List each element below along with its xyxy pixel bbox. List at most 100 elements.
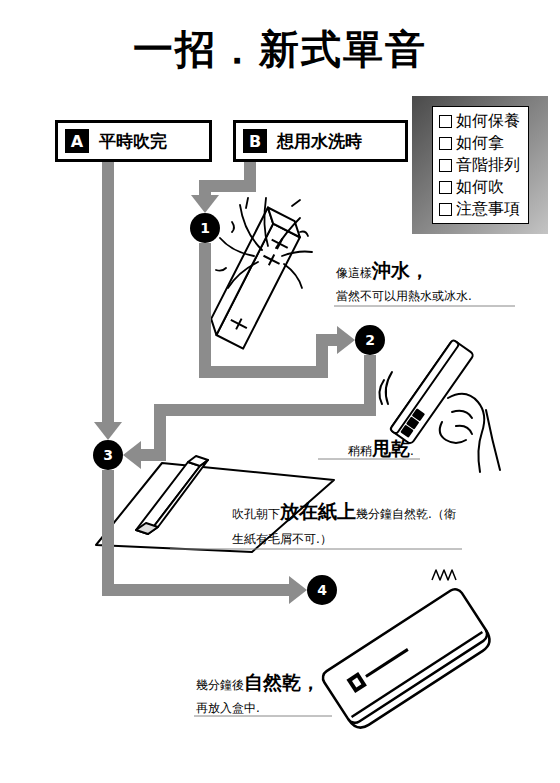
checklist-row: 如何拿: [439, 132, 520, 154]
arrow-shaft: [205, 162, 250, 195]
flow-arrow: [94, 162, 122, 440]
step-number-circle: 1: [190, 213, 220, 243]
harmonica-on-paper: [148, 460, 208, 534]
harmonica-case: [352, 678, 361, 688]
flow-arrow: [205, 243, 355, 372]
checkbox: [439, 159, 452, 172]
arrow-head: [123, 441, 141, 469]
washing-harmonica: [206, 198, 312, 349]
caption: 吹孔朝下放在紙上幾分鐘自然乾.（衛生紙有毛屑不可.）: [232, 497, 464, 550]
washing-harmonica: [228, 262, 258, 288]
washing-harmonica: [216, 268, 226, 271]
washing-harmonica: [269, 255, 274, 266]
step-number-circle: 4: [307, 575, 337, 605]
caption-text: 稍稍: [348, 444, 372, 458]
hand-shaking-harmonica: [379, 380, 384, 404]
washing-harmonica: [264, 198, 268, 246]
caption-text: .: [410, 444, 414, 458]
checklist-item: 如何保養: [456, 110, 520, 132]
caption-text: 像這樣: [336, 266, 372, 280]
checklist-row: 如何保養: [439, 110, 520, 132]
checklist-item: 音階排列: [456, 154, 520, 176]
caption-text: 當然不可以用熱水或冰水.: [336, 287, 541, 305]
caption: 像這樣沖水， 當然不可以用熱水或冰水.: [336, 256, 541, 305]
washing-harmonica: [284, 264, 302, 288]
arrow-head: [191, 195, 219, 213]
caption-text: 幾分鐘後: [196, 678, 244, 692]
washing-harmonica: [220, 238, 254, 256]
arrow-shaft: [102, 162, 114, 422]
checkbox: [439, 115, 452, 128]
washing-harmonica: [240, 205, 262, 250]
hand-shaking-harmonica: [386, 372, 392, 404]
washing-harmonica: [236, 319, 241, 330]
hand-shaking-harmonica: [390, 339, 474, 444]
step-number-circle: 3: [93, 440, 123, 470]
hand-shaking-harmonica: [390, 339, 474, 444]
checkbox: [439, 181, 452, 194]
flow-arrow: [123, 355, 370, 469]
harmonica-case: [348, 630, 494, 733]
washing-harmonica: [216, 198, 312, 288]
callout-number: 2: [365, 333, 375, 347]
checklist-item: 如何拿: [456, 132, 504, 154]
checklist-item: 如何吹: [456, 176, 504, 198]
arrow-head: [94, 422, 122, 440]
caption: 稍稍甩乾.: [348, 434, 468, 463]
checklist-item: 注意事項: [456, 198, 520, 220]
caption-text: 再放入盒中.: [196, 699, 346, 717]
hand-shaking-harmonica: [407, 418, 418, 428]
checkbox: [439, 203, 452, 216]
washing-harmonica: [232, 222, 234, 232]
hand-shaking-harmonica: [402, 426, 413, 436]
heading-box: A 平時吹完: [55, 120, 212, 162]
emphasis-text: 放在紙上: [280, 500, 356, 522]
emphasis-text: 自然乾，: [244, 671, 320, 693]
checklist-card: 如何保養如何拿音階排列如何吹注意事項: [432, 106, 529, 224]
checklist-row: 如何吹: [439, 176, 520, 198]
checklist-row: 音階排列: [439, 154, 520, 176]
arrow-shaft: [108, 470, 289, 590]
heading-box: B 想用水洗時: [233, 120, 408, 162]
caption-text: 吹孔朝下: [232, 507, 280, 521]
hand-shaking-harmonica: [413, 410, 424, 420]
washing-harmonica: [292, 200, 300, 206]
arrow-head: [337, 326, 355, 354]
checkbox: [439, 137, 452, 150]
hand-shaking-harmonica: [452, 411, 472, 418]
heading-text: 平時吹完: [99, 130, 167, 153]
washing-harmonica: [276, 218, 300, 248]
washing-harmonica: [282, 252, 312, 257]
hand-shaking-harmonica: [390, 339, 460, 434]
harmonica-case: [346, 672, 366, 693]
emphasis-text: 沖水，: [372, 259, 429, 281]
harmonica-on-paper: [136, 462, 200, 534]
harmonica-case: [366, 649, 408, 676]
heading-text: 想用水洗時: [277, 130, 362, 153]
hand-shaking-harmonica: [456, 426, 472, 434]
harmonica-case: [320, 586, 495, 732]
letter-badge: B: [243, 129, 267, 153]
step-number-circle: 2: [355, 325, 385, 355]
harmonica-on-paper: [136, 523, 158, 534]
harmonica-case: [352, 632, 483, 717]
letter-badge: A: [65, 129, 89, 153]
arrow-shaft: [141, 355, 370, 455]
caption-rule: [170, 549, 462, 550]
harmonica-case: [432, 570, 456, 580]
arrow-head: [289, 576, 307, 604]
washing-harmonica: [262, 207, 305, 237]
checklist-row: 注意事項: [439, 198, 520, 220]
emphasis-text: 甩乾: [372, 437, 410, 459]
caption: 幾分鐘後自然乾， 再放入盒中.: [196, 668, 346, 717]
hand-shaking-harmonica: [486, 410, 500, 470]
arrow-shaft: [205, 243, 337, 372]
caption-rule: [194, 716, 332, 717]
callout-number: 4: [317, 583, 327, 597]
callout-number: 1: [200, 221, 210, 235]
title: 一招．新式單音: [0, 22, 560, 77]
harmonica-case: [320, 586, 490, 726]
caption-rule: [334, 306, 515, 307]
washing-harmonica: [206, 207, 306, 348]
